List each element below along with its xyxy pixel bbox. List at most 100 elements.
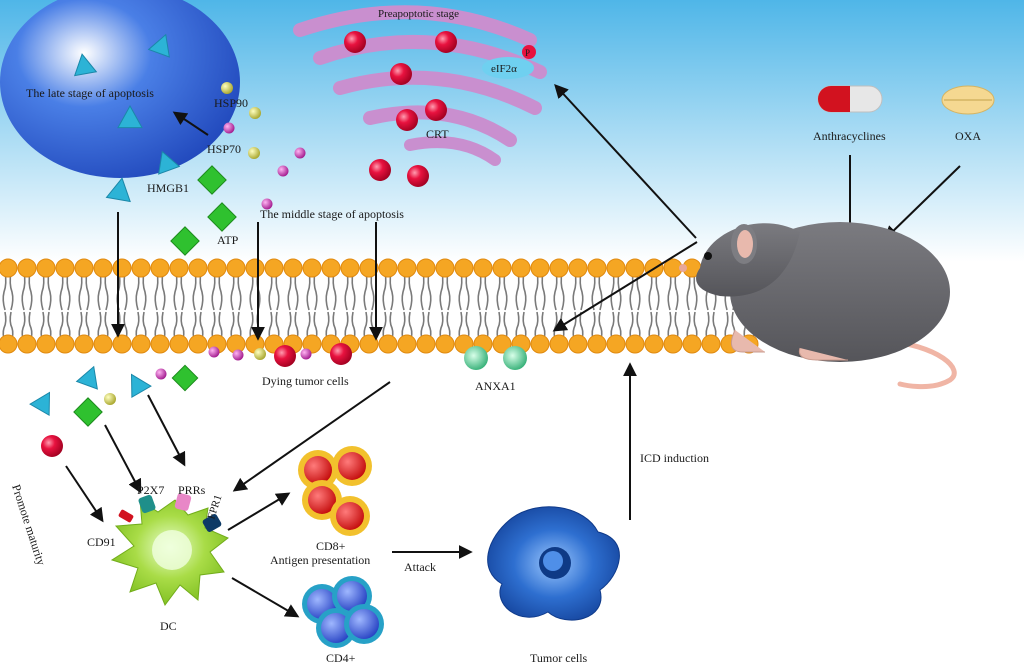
cd91-receptor-icon	[118, 509, 134, 523]
lipid-head	[226, 258, 246, 278]
crt-molecule	[425, 99, 447, 121]
hsp70-molecule	[277, 165, 289, 177]
lipid-head	[55, 258, 75, 278]
hsp70-molecule	[232, 349, 244, 361]
lipid-head	[207, 258, 227, 278]
antigen-presentation-label: Antigen presentation	[270, 553, 370, 567]
anthracyclines-label: Anthracyclines	[813, 129, 886, 143]
cd4-tcell-cluster	[302, 576, 384, 648]
lipid-tail	[287, 271, 299, 311]
hmgb1-molecule	[147, 33, 170, 58]
lipid-head	[397, 334, 417, 354]
lipid-head	[55, 334, 75, 354]
prrs-receptor-icon	[174, 493, 192, 511]
middle-stage-label: The middle stage of apoptosis	[260, 207, 404, 221]
hsp90-molecule	[249, 107, 261, 119]
icd-induction-label: ICD induction	[640, 451, 709, 465]
lipid-head	[606, 334, 626, 354]
hmgb1-label: HMGB1	[147, 181, 189, 195]
fpr1-receptor-icon	[202, 514, 222, 532]
hmgb1-molecule	[29, 391, 51, 416]
cd8-tcell-cluster	[298, 446, 372, 536]
arrow-oxa-to-mouse	[883, 165, 961, 240]
dendritic-cell	[110, 499, 229, 607]
atp-molecule	[73, 397, 103, 427]
arrow-mouse-to-membrane	[552, 241, 698, 332]
cd8-label: CD8+	[316, 539, 346, 553]
lipid-head	[36, 258, 56, 278]
lipid-head	[606, 258, 626, 278]
atp-molecule	[171, 364, 199, 392]
cell-membrane	[0, 258, 759, 354]
hsp70-molecule	[294, 147, 306, 159]
crt-molecule	[41, 435, 63, 457]
lipid-tail	[610, 271, 622, 311]
lipid-head	[17, 334, 37, 354]
lipid-tail	[40, 271, 52, 311]
lipid-head	[150, 258, 170, 278]
p2x7-label: P2X7	[137, 483, 164, 497]
molecules	[29, 31, 457, 457]
hsp70-molecule	[261, 198, 273, 210]
lipid-head	[701, 334, 721, 354]
lipid-head	[93, 258, 113, 278]
hmgb1-molecule	[105, 177, 131, 203]
lipid-head	[245, 258, 265, 278]
crt-molecule	[435, 31, 457, 53]
crt-molecule	[344, 31, 366, 53]
tumor-cell	[487, 506, 620, 621]
crt-molecule	[396, 109, 418, 131]
lipid-tail	[401, 271, 413, 311]
lipid-tail	[458, 271, 470, 311]
lipid-tail	[59, 271, 71, 311]
hsp90-molecule	[254, 348, 266, 360]
hsp70-label: HSP70	[207, 142, 241, 156]
crt-molecule	[407, 165, 429, 187]
lipid-head	[0, 258, 18, 278]
dying-tumor-cells-label: Dying tumor cells	[262, 374, 349, 388]
p2x7-receptor-icon	[138, 494, 156, 514]
lipid-head	[625, 258, 645, 278]
tumor-cells-label: Tumor cells	[530, 651, 588, 665]
late-stage-cell	[0, 0, 240, 178]
lipid-head	[511, 258, 531, 278]
arrow-dc-to-cd8	[227, 492, 291, 531]
hmgb1-molecule	[75, 365, 98, 390]
lipid-head	[302, 334, 322, 354]
lipid-head	[17, 258, 37, 278]
anxa1-protein-1	[464, 346, 488, 370]
crt-label: CRT	[426, 127, 449, 141]
lipid-head	[644, 334, 664, 354]
cd4-label: CD4+	[326, 651, 356, 665]
lipid-head	[587, 334, 607, 354]
arrow-atp-to-p2x7	[104, 424, 142, 494]
lipid-head	[321, 258, 341, 278]
lipid-head	[302, 258, 322, 278]
arrow-hmgb1-to-prrs	[147, 394, 186, 467]
lipid-head	[264, 258, 284, 278]
anxa1-label: ANXA1	[475, 379, 516, 393]
lipid-head	[530, 258, 550, 278]
labels: Preapoptotic stage The late stage of apo…	[9, 8, 981, 665]
hsp90-molecule	[104, 393, 116, 405]
eif2a-label: eIF2α	[491, 63, 517, 75]
phospho-icon	[522, 45, 536, 59]
hsp90-molecule	[248, 147, 260, 159]
lipid-head	[150, 334, 170, 354]
lipid-tail	[648, 271, 660, 311]
atp-molecule	[207, 202, 237, 232]
lipid-head	[397, 258, 417, 278]
hsp70-molecule	[208, 346, 220, 358]
lipid-head	[340, 258, 360, 278]
receptors	[118, 493, 222, 532]
lipid-head	[283, 258, 303, 278]
lipid-tail	[363, 271, 375, 311]
lipid-tail	[230, 271, 242, 311]
arrows	[65, 83, 961, 618]
arrow-mouse-to-er	[554, 83, 697, 239]
lipid-tail	[420, 271, 432, 311]
lipid-head	[93, 334, 113, 354]
hmgb1-molecule	[130, 373, 152, 398]
lipid-tail	[477, 271, 489, 311]
